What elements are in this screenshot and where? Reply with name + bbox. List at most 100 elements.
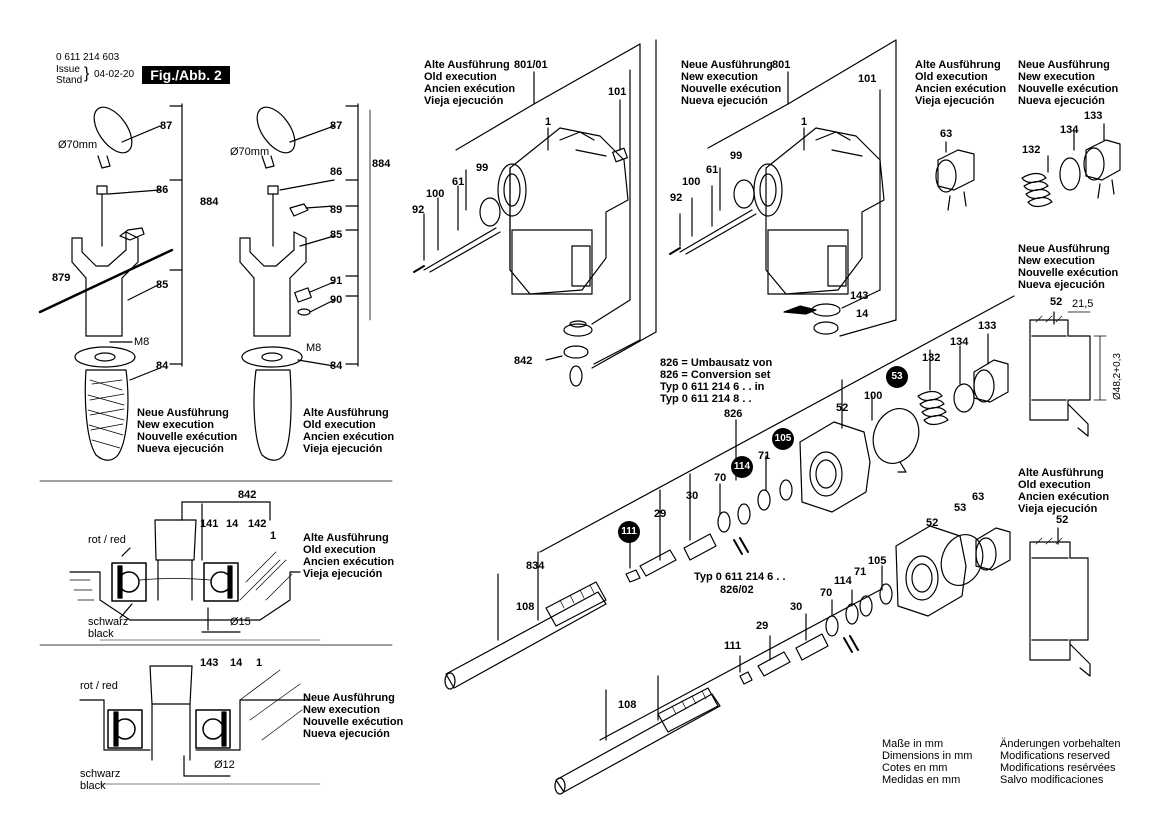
- part-86: 86: [330, 166, 343, 178]
- part-85: 85: [156, 279, 169, 291]
- part-52: 52: [926, 517, 939, 529]
- part-52: 52: [1056, 514, 1069, 526]
- issue-label: Issue: [56, 64, 80, 75]
- part-61: 61: [452, 176, 465, 188]
- part-132: 132: [922, 352, 941, 364]
- rot-red-label-1: rot / red: [88, 534, 126, 546]
- gear-housing-old: [413, 39, 657, 387]
- schwarz-label-1: schwarz: [88, 616, 129, 628]
- part-108: 108: [618, 699, 637, 711]
- bearing-detail-old: [69, 501, 321, 641]
- part-105: 105: [868, 555, 887, 567]
- tool-holder-section-new: [1029, 311, 1107, 437]
- issue-date: 04-02-20: [94, 69, 135, 80]
- black-label-2: black: [80, 780, 106, 792]
- part-142: 142: [248, 518, 267, 530]
- part-63: 63: [972, 491, 985, 503]
- part-100: 100: [864, 390, 883, 402]
- part-70: 70: [714, 472, 727, 484]
- part-92: 92: [412, 204, 425, 216]
- part-14: 14: [226, 518, 239, 530]
- part-70: 70: [820, 587, 833, 599]
- part-842: 842: [238, 489, 257, 501]
- part-100: 100: [682, 176, 701, 188]
- part-84: 84: [156, 360, 169, 372]
- part-879: 879: [52, 272, 71, 284]
- part-30: 30: [686, 490, 699, 502]
- badge-105: 105: [772, 428, 794, 450]
- m8-label-2: M8: [306, 342, 322, 354]
- part-801-01: 801/01: [514, 59, 548, 71]
- part-826: 826: [724, 408, 743, 420]
- diameter-70-label-1: Ø70mm: [58, 139, 98, 151]
- part-132: 132: [1022, 144, 1041, 156]
- part-52: 52: [836, 402, 849, 414]
- part-801: 801: [772, 59, 791, 71]
- part-92: 92: [670, 192, 683, 204]
- part-834: 834: [526, 560, 545, 572]
- part-52: 52: [1050, 296, 1063, 308]
- part-101: 101: [608, 86, 627, 98]
- diameter-70-label-2: Ø70mm: [230, 146, 270, 158]
- section-separators: [39, 480, 393, 646]
- part-133: 133: [978, 320, 997, 332]
- part-14: 14: [856, 308, 869, 320]
- part-143: 143: [850, 290, 869, 302]
- part-1: 1: [270, 530, 277, 542]
- gear-housing-new: [669, 39, 897, 337]
- m8-label-1: M8: [134, 336, 150, 348]
- part-99: 99: [730, 150, 743, 162]
- side-handle-new: [38, 103, 183, 461]
- rot-red-label-2: rot / red: [80, 680, 118, 692]
- part-141: 141: [200, 518, 219, 530]
- part-53: 53: [954, 502, 967, 514]
- part-111: 111: [724, 640, 742, 652]
- part-30: 30: [790, 601, 803, 613]
- part-133: 133: [1084, 110, 1103, 122]
- part-134: 134: [950, 336, 969, 348]
- part-143: 143: [200, 657, 219, 669]
- stand-label: Stand: [56, 75, 83, 86]
- part-number: 0 611 214 603: [56, 52, 120, 63]
- diameter-15-label: Ø15: [230, 616, 251, 628]
- part-71: 71: [854, 566, 867, 578]
- part-1: 1: [801, 116, 808, 128]
- dimension-21-5: 21,5: [1072, 298, 1094, 310]
- part-29: 29: [654, 508, 667, 520]
- part-884: 884: [200, 196, 219, 208]
- figure-label: Fig./Abb. 2: [142, 66, 230, 84]
- part-14: 14: [230, 657, 243, 669]
- badge-53: 53: [886, 366, 908, 388]
- part-884: 884: [372, 158, 391, 170]
- part-71: 71: [758, 450, 771, 462]
- part-91: 91: [330, 275, 343, 287]
- spindle-assembly-826-02: [554, 525, 1011, 795]
- part-86: 86: [156, 184, 169, 196]
- part-61: 61: [706, 164, 719, 176]
- part-90: 90: [330, 294, 343, 306]
- part-87: 87: [330, 120, 343, 132]
- part-134: 134: [1060, 124, 1079, 136]
- part-1: 1: [545, 116, 552, 128]
- type-826-02-line1: Typ 0 611 214 6 . .: [694, 571, 786, 583]
- schwarz-label-2: schwarz: [80, 768, 121, 780]
- locking-sleeve-parts: [935, 123, 1121, 211]
- part-84: 84: [330, 360, 343, 372]
- part-101: 101: [858, 73, 877, 85]
- bearing-detail-new: [79, 665, 321, 785]
- dimension-48-2: Ø48,2+0,3: [1112, 353, 1123, 400]
- brace-icon: }: [84, 65, 90, 82]
- part-114: 114: [834, 575, 852, 587]
- tool-holder-section-old: [1029, 527, 1091, 677]
- part-99: 99: [476, 162, 489, 174]
